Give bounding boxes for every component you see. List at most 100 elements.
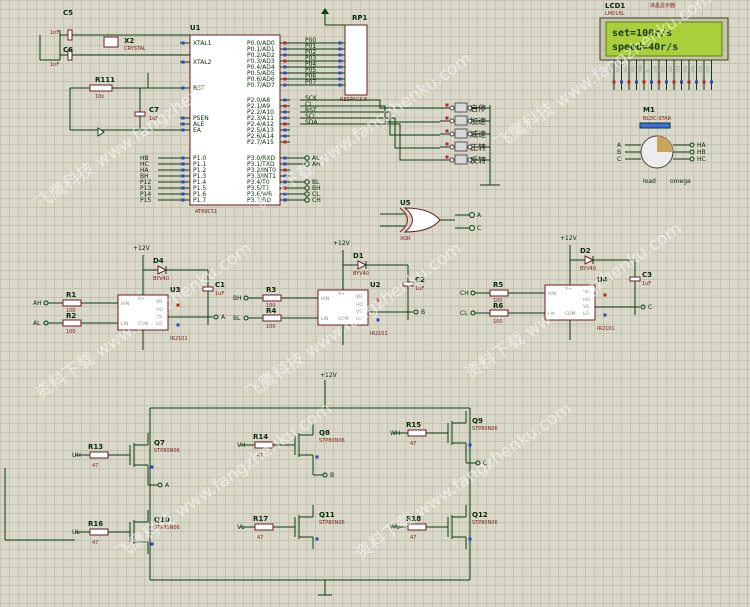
pin-marker — [338, 53, 342, 57]
push-button[interactable]: 正转 — [440, 141, 490, 152]
pin-marker — [338, 41, 342, 45]
driver-pin-label: V+ — [138, 296, 145, 302]
mcu-pin-label: P0.7/AD7 — [247, 82, 275, 89]
pin-marker — [181, 174, 185, 178]
lcd-pin-label: D3 — [676, 66, 682, 72]
driver-pin-label: LIN — [548, 311, 555, 317]
pin-marker — [176, 323, 180, 327]
mcu-pin-label: P1.7 — [193, 197, 206, 204]
mcu-pin-label: P3.6/WR — [247, 191, 272, 198]
pin-marker — [283, 128, 287, 132]
driver-in-hi: BH — [233, 295, 242, 302]
pin-marker — [445, 116, 449, 120]
push-button[interactable]: 反转 — [440, 154, 490, 165]
crystal-oscillator[interactable]: C5 1nF C6 1nF X2 CRYSTAL — [39, 9, 190, 68]
driver-part: IR2101 — [370, 331, 388, 337]
crystal-ref: X2 — [124, 37, 134, 45]
mcu-pin-label: XTAL2 — [193, 59, 212, 66]
motor-hall-label: HB — [697, 149, 706, 156]
pin-marker — [150, 465, 154, 469]
pin-marker — [468, 443, 472, 447]
mcu-pin-label: P2.2/A10 — [247, 109, 274, 116]
reset-circuit[interactable]: R111 10k C7 1uF — [69, 73, 190, 137]
driver-r-top: R3 — [266, 286, 276, 294]
driver-pin-label: VB — [156, 299, 162, 305]
button-label: 加速 — [470, 116, 486, 126]
gate-net: UH — [72, 452, 81, 459]
driver-r-value: 100 — [493, 319, 503, 325]
driver-r-bot: R2 — [66, 312, 76, 320]
driver-diode-part: BYV40 — [153, 276, 169, 282]
pin-marker — [710, 80, 713, 84]
pin-marker — [181, 192, 185, 196]
motor-phase-label: B — [617, 149, 621, 156]
push-button[interactable]: 启停 — [440, 102, 490, 113]
driver-pin-label: COM — [138, 321, 149, 327]
mcu-pin-label: P3.4/T0 — [247, 179, 270, 186]
mcu-pin-label: P3.3/INT1 — [247, 173, 276, 180]
crystal-part: CRYSTAL — [124, 46, 146, 52]
gate-driver[interactable]: U3IR2101HINLINV+COMVBHOVSLOR1R2100100AHA… — [33, 245, 226, 350]
pin-marker — [283, 162, 287, 166]
pin-marker — [283, 122, 287, 126]
rp1-net: P06 — [305, 73, 316, 80]
driver-pin-label: LO — [156, 321, 162, 327]
lcd-part: LM016L — [605, 11, 625, 17]
pin-marker — [603, 293, 607, 297]
gate-driver[interactable]: U2IR2101HINLINV+COMVBHOVSLOR3R4100100BHB… — [233, 240, 425, 345]
lcd-pin-label: VDD — [616, 61, 622, 72]
pin-marker — [283, 192, 287, 196]
pin-marker — [627, 80, 631, 84]
driver-out: A — [221, 314, 226, 321]
motor-omega-label: omega — [670, 178, 691, 185]
xor-out-c: C — [477, 225, 481, 232]
mosfet-part: STP80N06 — [319, 438, 345, 444]
driver-cap-ref: C1 — [215, 281, 225, 289]
mosfet-part: STP80N06 — [472, 426, 498, 432]
mcu-pin-label: P0.2/AD2 — [247, 52, 275, 59]
mosfet-ref: Q8 — [319, 429, 330, 437]
driver-out: C — [648, 304, 652, 311]
mcu-pin-label: P1.1 — [193, 161, 206, 168]
gate-resistor-value: 47 — [92, 540, 98, 546]
mcu-at89c51[interactable]: U1 AT89C51 XTAL1XTAL2RSTPSENALEEAP1.0P1.… — [180, 24, 290, 215]
driver-diode-part: BYV40 — [353, 271, 369, 277]
p1-net: HA — [140, 167, 150, 174]
gate-driver[interactable]: U4IR2101HINLINV+COMVBHOVSLOR5R6100100CHC… — [460, 235, 652, 340]
rp1-net: P00 — [305, 37, 316, 44]
driver-r-bot: R4 — [266, 307, 276, 315]
lcd-display[interactable]: LCD1 液晶显示器 LM016L set=100r/s speed=40r/s… — [599, 2, 729, 90]
push-button[interactable]: 加速 — [440, 115, 490, 126]
gate-resistor-ref: R18 — [406, 515, 421, 523]
driver-part: IR2101 — [170, 336, 188, 342]
pin-marker — [680, 80, 683, 84]
driver-diode-ref: D4 — [153, 257, 164, 265]
driver-in-lo: CL — [460, 310, 468, 317]
pin-marker — [283, 134, 287, 138]
motor-ref: M1 — [643, 106, 655, 114]
mcu-pin-label: P0.0/AD0 — [247, 40, 275, 47]
mcu-pin-label: P1.5 — [193, 185, 206, 192]
mcu-pin-label: ALE — [193, 121, 204, 128]
driver-diode-part: BYV40 — [580, 266, 596, 272]
pin-marker — [283, 110, 287, 114]
pin-marker — [665, 80, 668, 84]
driver-in-lo: AL — [33, 320, 41, 327]
push-button[interactable]: 减速 — [440, 128, 490, 139]
driver-pin-label: VS — [356, 309, 362, 315]
pin-marker — [702, 80, 706, 84]
pin-marker — [635, 80, 638, 84]
xor-gate[interactable]: U5 XOR A C — [380, 199, 482, 242]
pin-marker — [445, 155, 449, 159]
motor-load-label: load — [643, 178, 656, 185]
pin-marker — [468, 537, 472, 541]
